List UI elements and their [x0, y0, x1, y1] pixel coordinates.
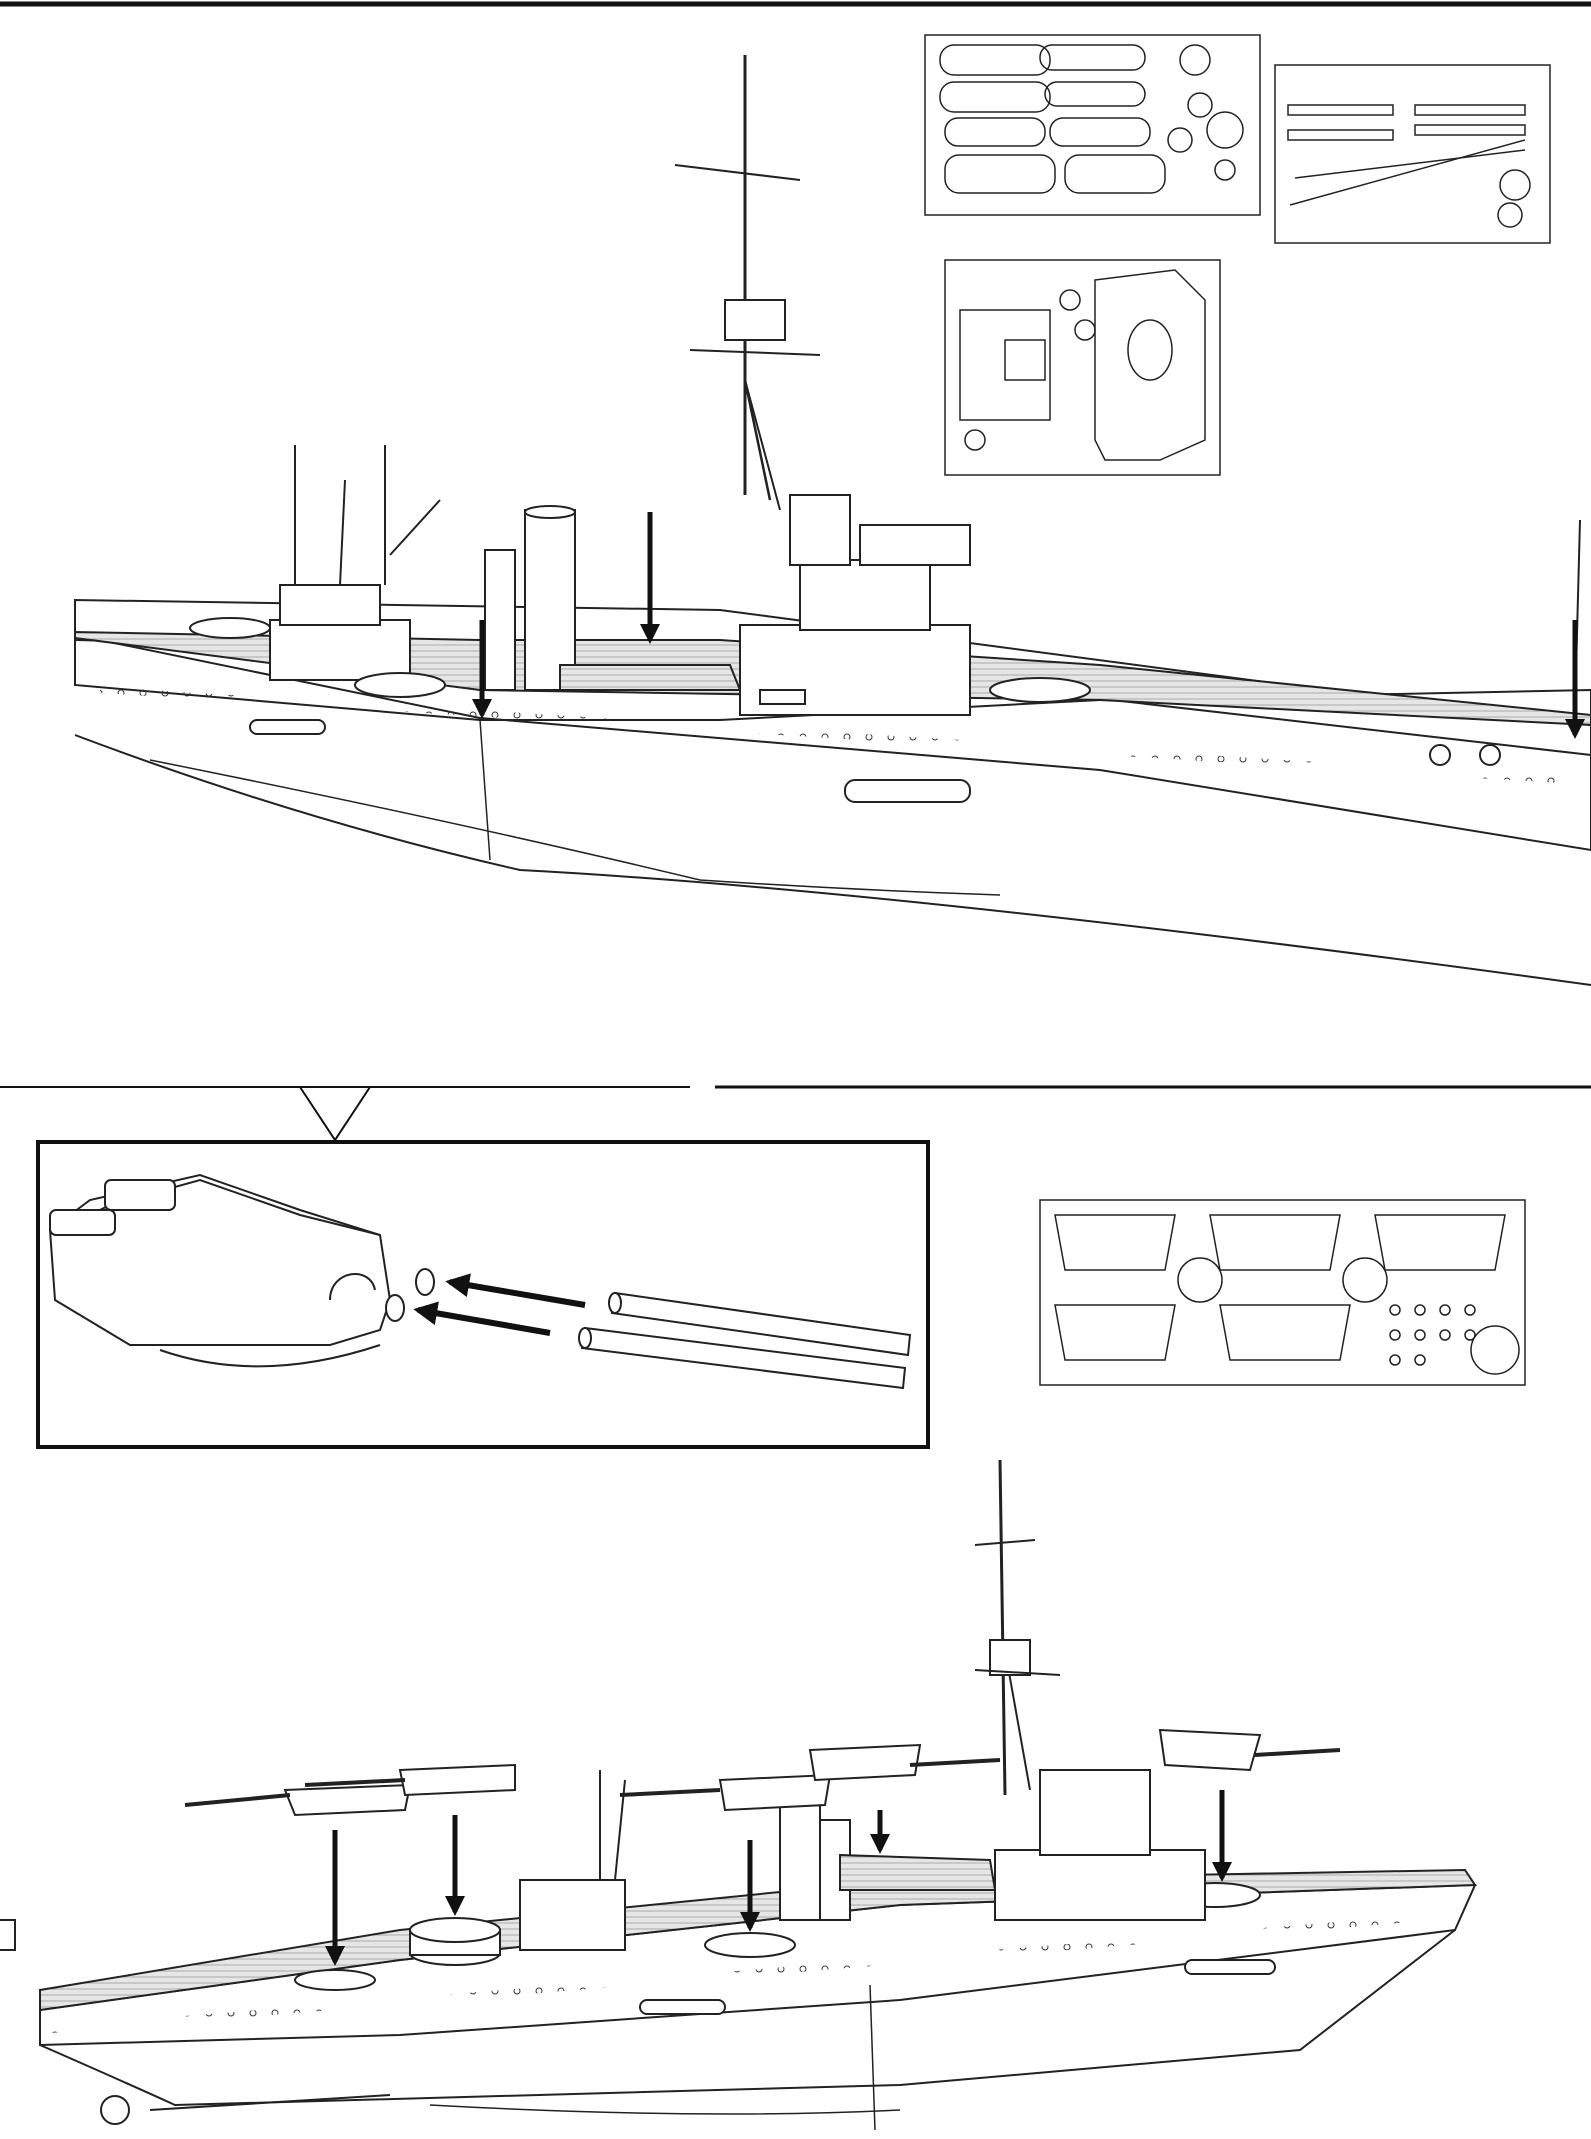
section-separator [0, 1085, 1591, 1142]
photo-etch-fret-turret-hatches [1039, 1199, 1526, 1386]
page-edge-mark [0, 1919, 16, 1951]
placement-arrows-b [325, 1790, 1232, 1966]
photo-etch-fret-ladders [1274, 64, 1551, 244]
placement-arrow-icon [445, 1273, 586, 1308]
detail-panel [36, 1140, 930, 1449]
ship-hull-full [39, 1459, 1477, 2131]
gun-barrel-icon [578, 1291, 912, 1390]
callout-pointer-icon [299, 1086, 371, 1142]
photo-etch-fret-platforms [944, 259, 1221, 476]
placement-arrows-a [472, 512, 1585, 739]
gun-turret-icon [184, 1728, 1341, 1817]
gun-turret-icon [48, 1173, 435, 1368]
photo-etch-fret-boats [924, 34, 1261, 216]
ship-hull-upper [74, 55, 1591, 986]
placement-arrow-icon [413, 1301, 551, 1336]
